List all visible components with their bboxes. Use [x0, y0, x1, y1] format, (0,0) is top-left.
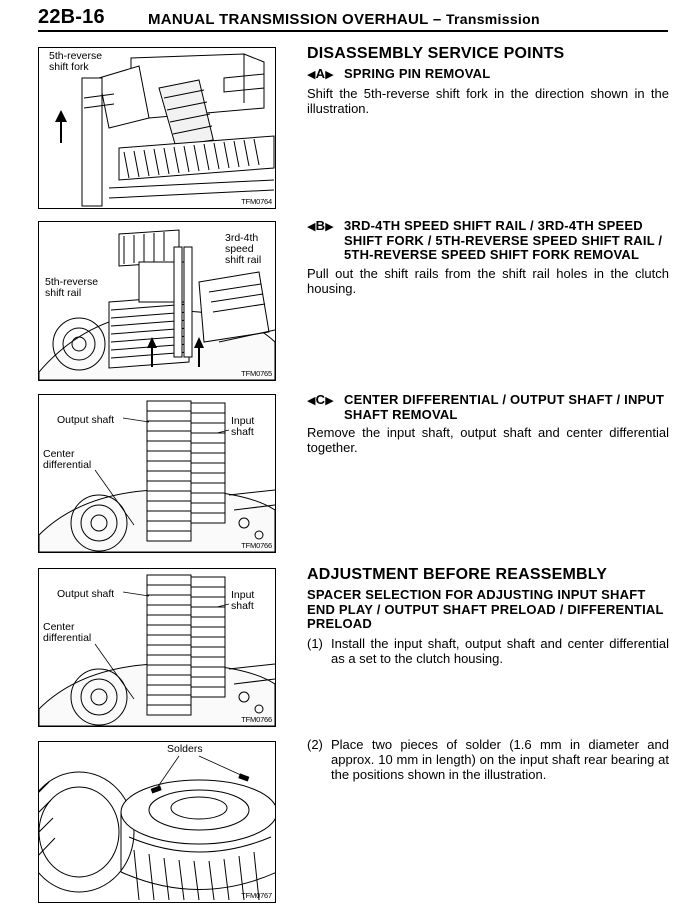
step-number: (1) — [307, 635, 323, 651]
mark-letter: B — [315, 218, 326, 233]
adjustment-step: (1) Install the input shaft, output shaf… — [307, 636, 669, 666]
figure-code: TFM0764 — [241, 197, 272, 206]
service-point-b: ◀B▶ 3RD-4TH SPEED SHIFT RAIL / 3RD-4TH S… — [307, 218, 669, 296]
service-point-c: ◀C▶ CENTER DIFFERENTIAL / OUTPUT SHAFT /… — [307, 392, 669, 455]
figure-solders-drawing — [39, 755, 275, 901]
triangle-right-icon: ▶ — [325, 395, 334, 407]
figure-label: Output shaft — [57, 414, 115, 426]
service-point-body: Shift the 5th-reverse shift fork in the … — [307, 85, 669, 116]
figure-code: TFM0767 — [241, 891, 272, 900]
service-point-a-heading: ◀A▶ SPRING PIN REMOVAL — [307, 66, 669, 83]
figure-label: Solders — [167, 743, 203, 755]
figure-code: TFM0765 — [241, 369, 272, 378]
service-point-heading: SPRING PIN REMOVAL — [344, 66, 491, 81]
adjustment-step: (2) Place two pieces of solder (1.6 mm i… — [307, 737, 669, 782]
figure-code: TFM0766 — [241, 541, 272, 550]
figure-shafts-install: Output shaft Input shaft Center differen… — [38, 568, 276, 727]
service-point-heading: 3RD-4TH SPEED SHIFT RAIL / 3RD-4TH SPEED… — [344, 218, 663, 262]
service-point-mark: ◀A▶ — [307, 66, 344, 83]
figure-shift-fork: 5th-reverse shift fork TFM0764 — [38, 47, 276, 209]
section-title: ADJUSTMENT BEFORE REASSEMBLY — [307, 566, 608, 583]
figure-label: Center differential — [43, 448, 92, 471]
figure-label: Input shaft — [231, 589, 255, 612]
adjustment-section: ADJUSTMENT BEFORE REASSEMBLY SPACER SELE… — [307, 566, 669, 666]
disassembly-section: DISASSEMBLY SERVICE POINTS ◀A▶ SPRING PI… — [307, 45, 669, 116]
figure-shift-rails: 3rd-4th speed shift rail 5th-reverse shi… — [38, 221, 276, 381]
triangle-right-icon: ▶ — [325, 69, 334, 81]
section-title: DISASSEMBLY SERVICE POINTS — [307, 45, 565, 62]
figure-label: 5th-reverse shift fork — [49, 50, 103, 73]
step-text: Install the input shaft, output shaft an… — [331, 635, 669, 666]
figure-shafts-install-drawing — [39, 574, 275, 726]
running-title-main: MANUAL TRANSMISSION OVERHAUL – — [148, 11, 442, 28]
step-number: (2) — [307, 737, 323, 752]
service-point-b-heading: ◀B▶ 3RD-4TH SPEED SHIFT RAIL / 3RD-4TH S… — [307, 218, 669, 263]
figure-code: TFM0766 — [241, 715, 272, 724]
service-point-c-heading: ◀C▶ CENTER DIFFERENTIAL / OUTPUT SHAFT /… — [307, 392, 669, 422]
triangle-left-icon: ◀ — [307, 69, 316, 81]
figure-label: Input shaft — [231, 415, 255, 438]
service-point-heading: CENTER DIFFERENTIAL / OUTPUT SHAFT / INP… — [344, 392, 665, 422]
figure-shafts-removal: Output shaft Input shaft Center differen… — [38, 394, 276, 553]
mark-letter: A — [315, 66, 326, 81]
adjustment-step-2: (2) Place two pieces of solder (1.6 mm i… — [307, 737, 669, 782]
header-rule — [38, 30, 668, 32]
running-title-sub: Transmission — [445, 11, 540, 27]
figure-label: 3rd-4th speed shift rail — [225, 232, 262, 266]
figure-shafts-removal-drawing — [39, 400, 275, 552]
figure-label: 5th-reverse shift rail — [45, 276, 99, 299]
service-point-mark: ◀C▶ — [307, 392, 344, 422]
adjustment-subheading: SPACER SELECTION FOR ADJUSTING INPUT SHA… — [307, 587, 664, 631]
triangle-left-icon: ◀ — [307, 395, 316, 407]
step-text: Place two pieces of solder (1.6 mm in di… — [331, 737, 669, 782]
triangle-right-icon: ▶ — [325, 221, 334, 233]
figure-solders: Solders TFM0767 — [38, 741, 276, 903]
figure-label: Center differential — [43, 621, 92, 644]
service-point-body: Pull out the shift rails from the shift … — [307, 265, 669, 296]
running-title: MANUAL TRANSMISSION OVERHAUL – Transmiss… — [148, 11, 540, 28]
service-point-mark: ◀B▶ — [307, 218, 344, 263]
triangle-left-icon: ◀ — [307, 221, 316, 233]
page-header: 22B-16 MANUAL TRANSMISSION OVERHAUL – Tr… — [38, 6, 668, 34]
mark-letter: C — [315, 392, 326, 407]
figure-shift-rails-drawing — [39, 229, 275, 380]
page-number: 22B-16 — [38, 6, 105, 28]
service-point-body: Remove the input shaft, output shaft and… — [307, 425, 669, 455]
figure-shift-fork-drawing — [55, 53, 275, 207]
figure-label: Output shaft — [57, 588, 115, 600]
